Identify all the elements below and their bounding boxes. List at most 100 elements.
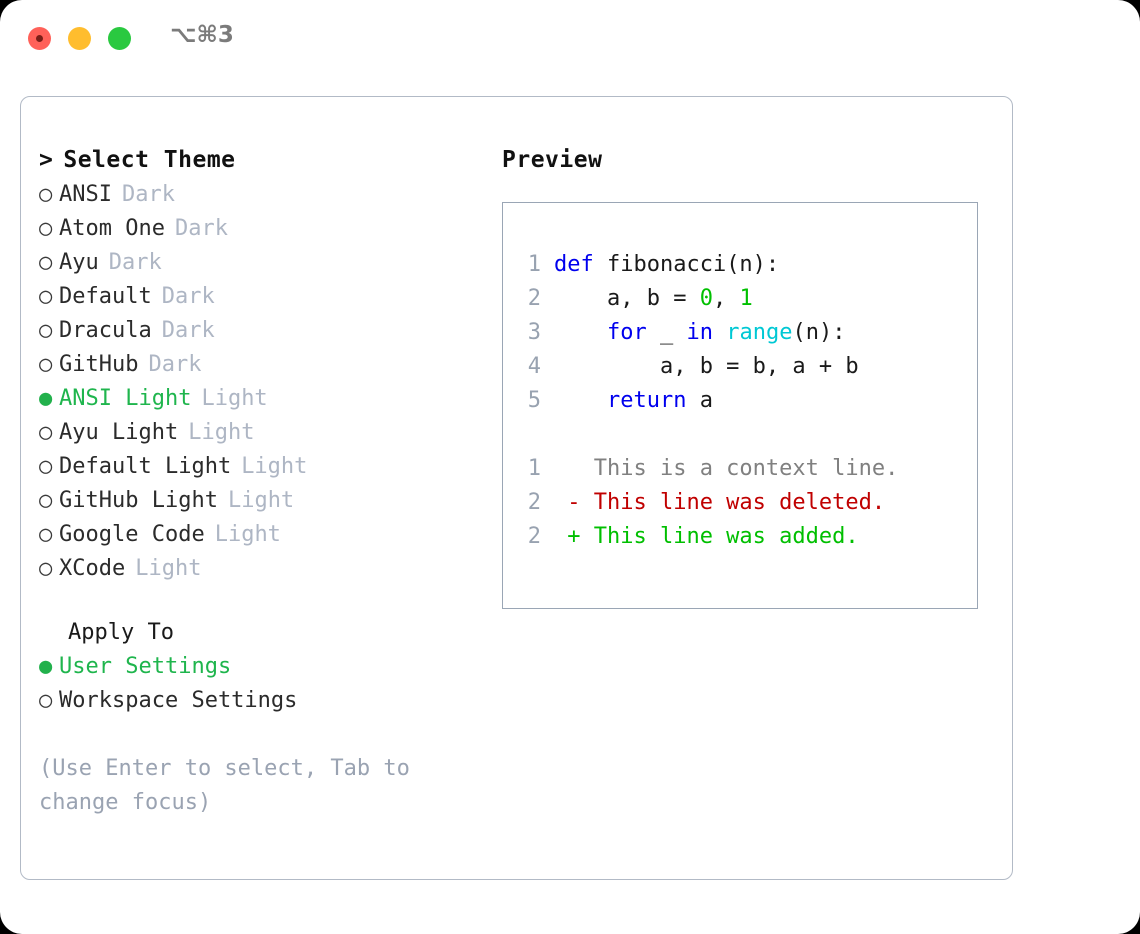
radio-unselected-icon[interactable]: ○ [39, 216, 53, 241]
theme-name-label: Google Code [59, 522, 205, 547]
radio-unselected-icon[interactable]: ○ [39, 182, 53, 207]
theme-name-label: Atom One [59, 216, 165, 241]
apply-to-option-label: Workspace Settings [59, 688, 298, 713]
radio-unselected-icon[interactable]: ○ [39, 522, 53, 547]
code-line: 2 a, b = 0, 1 [515, 282, 859, 316]
code-token: 0 [699, 286, 713, 311]
code-token: (n): [792, 320, 846, 345]
code-token [554, 320, 607, 345]
code-token: fibonacci(n): [606, 252, 780, 277]
diff-sample: 1 This is a context line.2 - This line w… [515, 452, 899, 554]
apply-to-section: Apply To ●User Settings○Workspace Settin… [39, 616, 479, 718]
theme-name-label: Ayu [59, 250, 99, 275]
theme-name-label: ANSI Light [59, 386, 192, 411]
apply-to-option[interactable]: ○Workspace Settings [39, 684, 479, 718]
theme-list-item[interactable]: ○Default Dark [39, 280, 479, 314]
theme-list-item[interactable]: ○Ayu Dark [39, 246, 479, 280]
theme-mode-label: Light [227, 488, 295, 513]
code-line-number: 4 [527, 354, 541, 379]
code-token [554, 388, 607, 413]
diff-line-number: 1 [527, 456, 541, 481]
keyboard-shortcut-label: ⌥⌘3 [170, 22, 234, 48]
code-token: _ [646, 320, 687, 345]
code-line-number: 1 [527, 252, 541, 277]
theme-name-label: Ayu Light [59, 420, 179, 445]
code-line-number: 5 [527, 388, 541, 413]
code-token: , [712, 286, 740, 311]
code-line: 3 for _ in range(n): [515, 316, 859, 350]
maximize-window-button[interactable] [108, 27, 131, 50]
theme-name-label: GitHub Light [59, 488, 218, 513]
code-line-number: 3 [527, 320, 541, 345]
close-window-button[interactable] [28, 27, 51, 50]
theme-list-item[interactable]: ○Ayu Light Light [39, 416, 479, 450]
theme-mode-label: Dark [108, 250, 162, 275]
minimize-window-button[interactable] [68, 27, 91, 50]
radio-unselected-icon[interactable]: ○ [39, 556, 53, 581]
diff-line: 2 - This line was deleted. [515, 486, 898, 520]
diff-line-number: 2 [527, 490, 541, 515]
diff-line-text: + This line was added. [554, 524, 859, 549]
theme-mode-label: Dark [148, 352, 202, 377]
theme-list-item[interactable]: ○GitHub Dark [39, 348, 479, 382]
code-token: for [606, 320, 647, 345]
code-token: a, b = b, a + b [554, 354, 859, 379]
radio-unselected-icon[interactable]: ○ [39, 454, 53, 479]
theme-list-item[interactable]: ○GitHub Light Light [39, 484, 479, 518]
code-token [713, 320, 726, 345]
theme-mode-label: Dark [161, 284, 215, 309]
radio-unselected-icon[interactable]: ○ [39, 488, 53, 513]
code-line-number: 2 [527, 286, 541, 311]
code-line: 4 a, b = b, a + b [515, 350, 859, 384]
theme-mode-label: Dark [121, 182, 175, 207]
diff-line: 2 + This line was added. [515, 520, 898, 554]
radio-unselected-icon[interactable]: ○ [39, 352, 53, 377]
apply-to-heading: Apply To [68, 620, 174, 645]
diff-line: 1 This is a context line. [515, 452, 899, 486]
radio-unselected-icon[interactable]: ○ [39, 318, 53, 343]
diff-line-text: - This line was deleted. [554, 490, 886, 515]
diff-line-text: This is a context line. [554, 456, 899, 481]
radio-selected-icon[interactable]: ● [39, 386, 53, 411]
theme-name-label: GitHub [59, 352, 139, 377]
theme-list-item[interactable]: ●ANSI Light Light [39, 382, 479, 416]
theme-mode-label: Light [135, 556, 202, 581]
radio-selected-icon[interactable]: ● [39, 654, 53, 679]
theme-mode-label: Light [188, 420, 255, 445]
preview-heading: Preview [502, 147, 603, 173]
keyboard-hint-text: (Use Enter to select, Tab to change focu… [39, 756, 410, 815]
apply-to-option[interactable]: ●User Settings [39, 650, 479, 684]
diff-line-number: 2 [527, 524, 541, 549]
theme-list-item[interactable]: ○XCode Light [39, 552, 479, 586]
theme-mode-label: Dark [161, 318, 215, 343]
code-token: 1 [739, 286, 753, 311]
theme-mode-label: Dark [174, 216, 228, 241]
radio-unselected-icon[interactable]: ○ [39, 250, 53, 275]
code-token: in [686, 320, 713, 345]
theme-list-item[interactable]: ○Atom One Dark [39, 212, 479, 246]
radio-unselected-icon[interactable]: ○ [39, 420, 53, 445]
radio-unselected-icon[interactable]: ○ [39, 688, 53, 713]
theme-name-label: XCode [59, 556, 126, 581]
code-token: range [726, 320, 793, 345]
theme-mode-label: Light [241, 454, 308, 479]
theme-mode-label: Light [201, 386, 268, 411]
radio-unselected-icon[interactable]: ○ [39, 284, 53, 309]
apply-to-list: ●User Settings○Workspace Settings [39, 650, 479, 718]
prompt-caret-icon: > [39, 147, 54, 173]
apply-to-option-label: User Settings [59, 654, 232, 679]
select-theme-heading-label: Select Theme [63, 147, 236, 173]
code-token: a [686, 388, 713, 413]
theme-name-label: Default [59, 284, 152, 309]
